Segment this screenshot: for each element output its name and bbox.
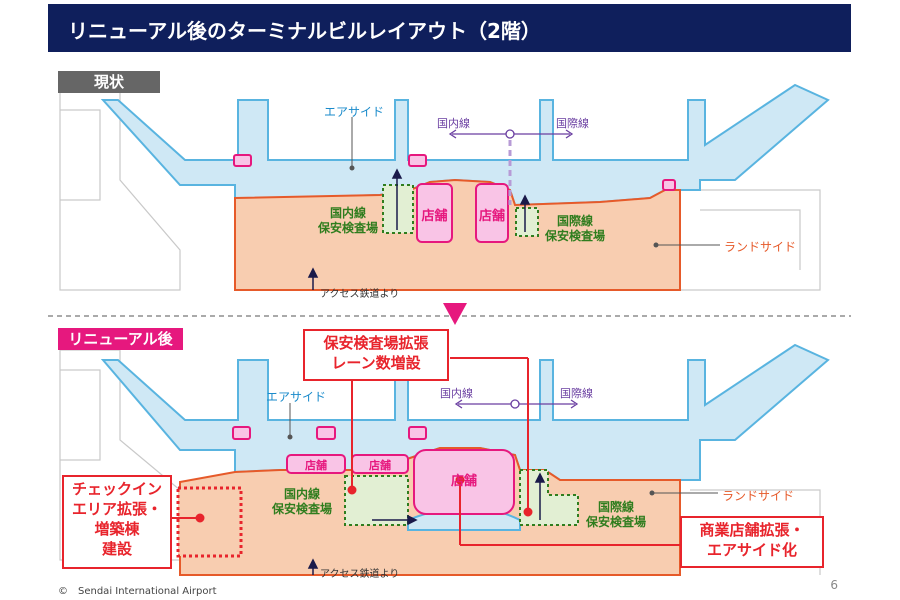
- current-international-security: [515, 207, 539, 237]
- current-flow-arrows: [307, 168, 531, 290]
- current-line-arrow: [448, 129, 574, 139]
- current-landside-label: ランドサイド: [724, 240, 797, 254]
- checkin-extension-area: [176, 486, 243, 558]
- renewal-domestic-security: [344, 475, 409, 526]
- renewal-shop-small-1-label: 店舗: [305, 459, 327, 472]
- renewal-line-arrow: [454, 399, 579, 409]
- callout-leader-lines: [168, 357, 680, 546]
- current-international-security-label: 国際線 保安検査場: [545, 214, 605, 244]
- security-expansion-callout: 保安検査場拡張 レーン数増設: [303, 329, 449, 381]
- renewal-shop-small-2-label: 店舗: [369, 459, 391, 472]
- renewal-landside-label: ランドサイド: [722, 489, 795, 503]
- current-international-security-line1: 国際線: [557, 214, 594, 228]
- renewal-shop-small-1: [286, 454, 346, 474]
- current-shop-2: [475, 183, 509, 243]
- current-shop-1-label: 店舗: [421, 209, 448, 224]
- renewal-international-line-label: 国際線: [560, 387, 593, 400]
- current-shop-1: [416, 183, 453, 243]
- current-international-security-line2: 保安検査場: [545, 229, 606, 243]
- current-domestic-security-line2: 保安検査場: [318, 221, 379, 235]
- renewal-airside-shop-1: [232, 426, 251, 440]
- current-domestic-security: [382, 184, 414, 234]
- renewal-domestic-line-label: 国内線: [440, 387, 473, 400]
- current-rail-access-label: アクセス鉄道より: [320, 289, 400, 300]
- renewal-international-security-label: 国際線 保安検査場: [586, 500, 646, 530]
- copyright-text: © Sendai International Airport: [58, 586, 217, 597]
- renewal-shop-large-label: 店舗: [450, 474, 477, 489]
- renewal-airside-label: エアサイド: [266, 390, 327, 404]
- renewal-rail-access-label: アクセス鉄道より: [320, 569, 400, 580]
- renewal-domestic-security-label: 国内線 保安検査場: [272, 487, 332, 517]
- current-international-line-label: 国際線: [556, 117, 589, 130]
- page-title: リニューアル後のターミナルビルレイアウト（2階）: [68, 19, 541, 43]
- renewal-international-security: [519, 469, 579, 526]
- current-airside-shop-2: [408, 154, 427, 167]
- page-number: 6: [830, 578, 838, 592]
- current-airside-label: エアサイド: [324, 105, 385, 119]
- renewal-airside-shop-2: [316, 426, 336, 440]
- current-domestic-security-label: 国内線 保安検査場: [318, 206, 378, 236]
- renewal-airside-shop-3: [408, 426, 427, 440]
- transition-arrow-icon: [443, 303, 467, 325]
- current-shop-2-label: 店舗: [478, 209, 505, 224]
- renewal-badge: リニューアル後: [58, 328, 183, 350]
- renewal-international-security-line2: 保安検査場: [586, 515, 647, 529]
- checkin-expansion-callout: チェックイン エリア拡張・ 増築棟 建設: [62, 475, 172, 569]
- current-domestic-line-label: 国内線: [437, 117, 470, 130]
- current-airside-shop-1: [233, 154, 252, 167]
- title-bar: リニューアル後のターミナルビルレイアウト（2階）: [48, 4, 851, 52]
- renewal-flow-arrows: [307, 472, 546, 575]
- current-badge: 現状: [58, 71, 160, 93]
- shop-expansion-callout: 商業店舗拡張・ エアサイド化: [680, 516, 824, 568]
- renewal-domestic-security-line2: 保安検査場: [272, 502, 333, 516]
- current-domestic-security-line1: 国内線: [330, 206, 367, 220]
- renewal-international-security-line1: 国際線: [598, 500, 635, 514]
- current-airside-shop-3: [662, 179, 676, 191]
- renewal-domestic-security-line1: 国内線: [284, 487, 321, 501]
